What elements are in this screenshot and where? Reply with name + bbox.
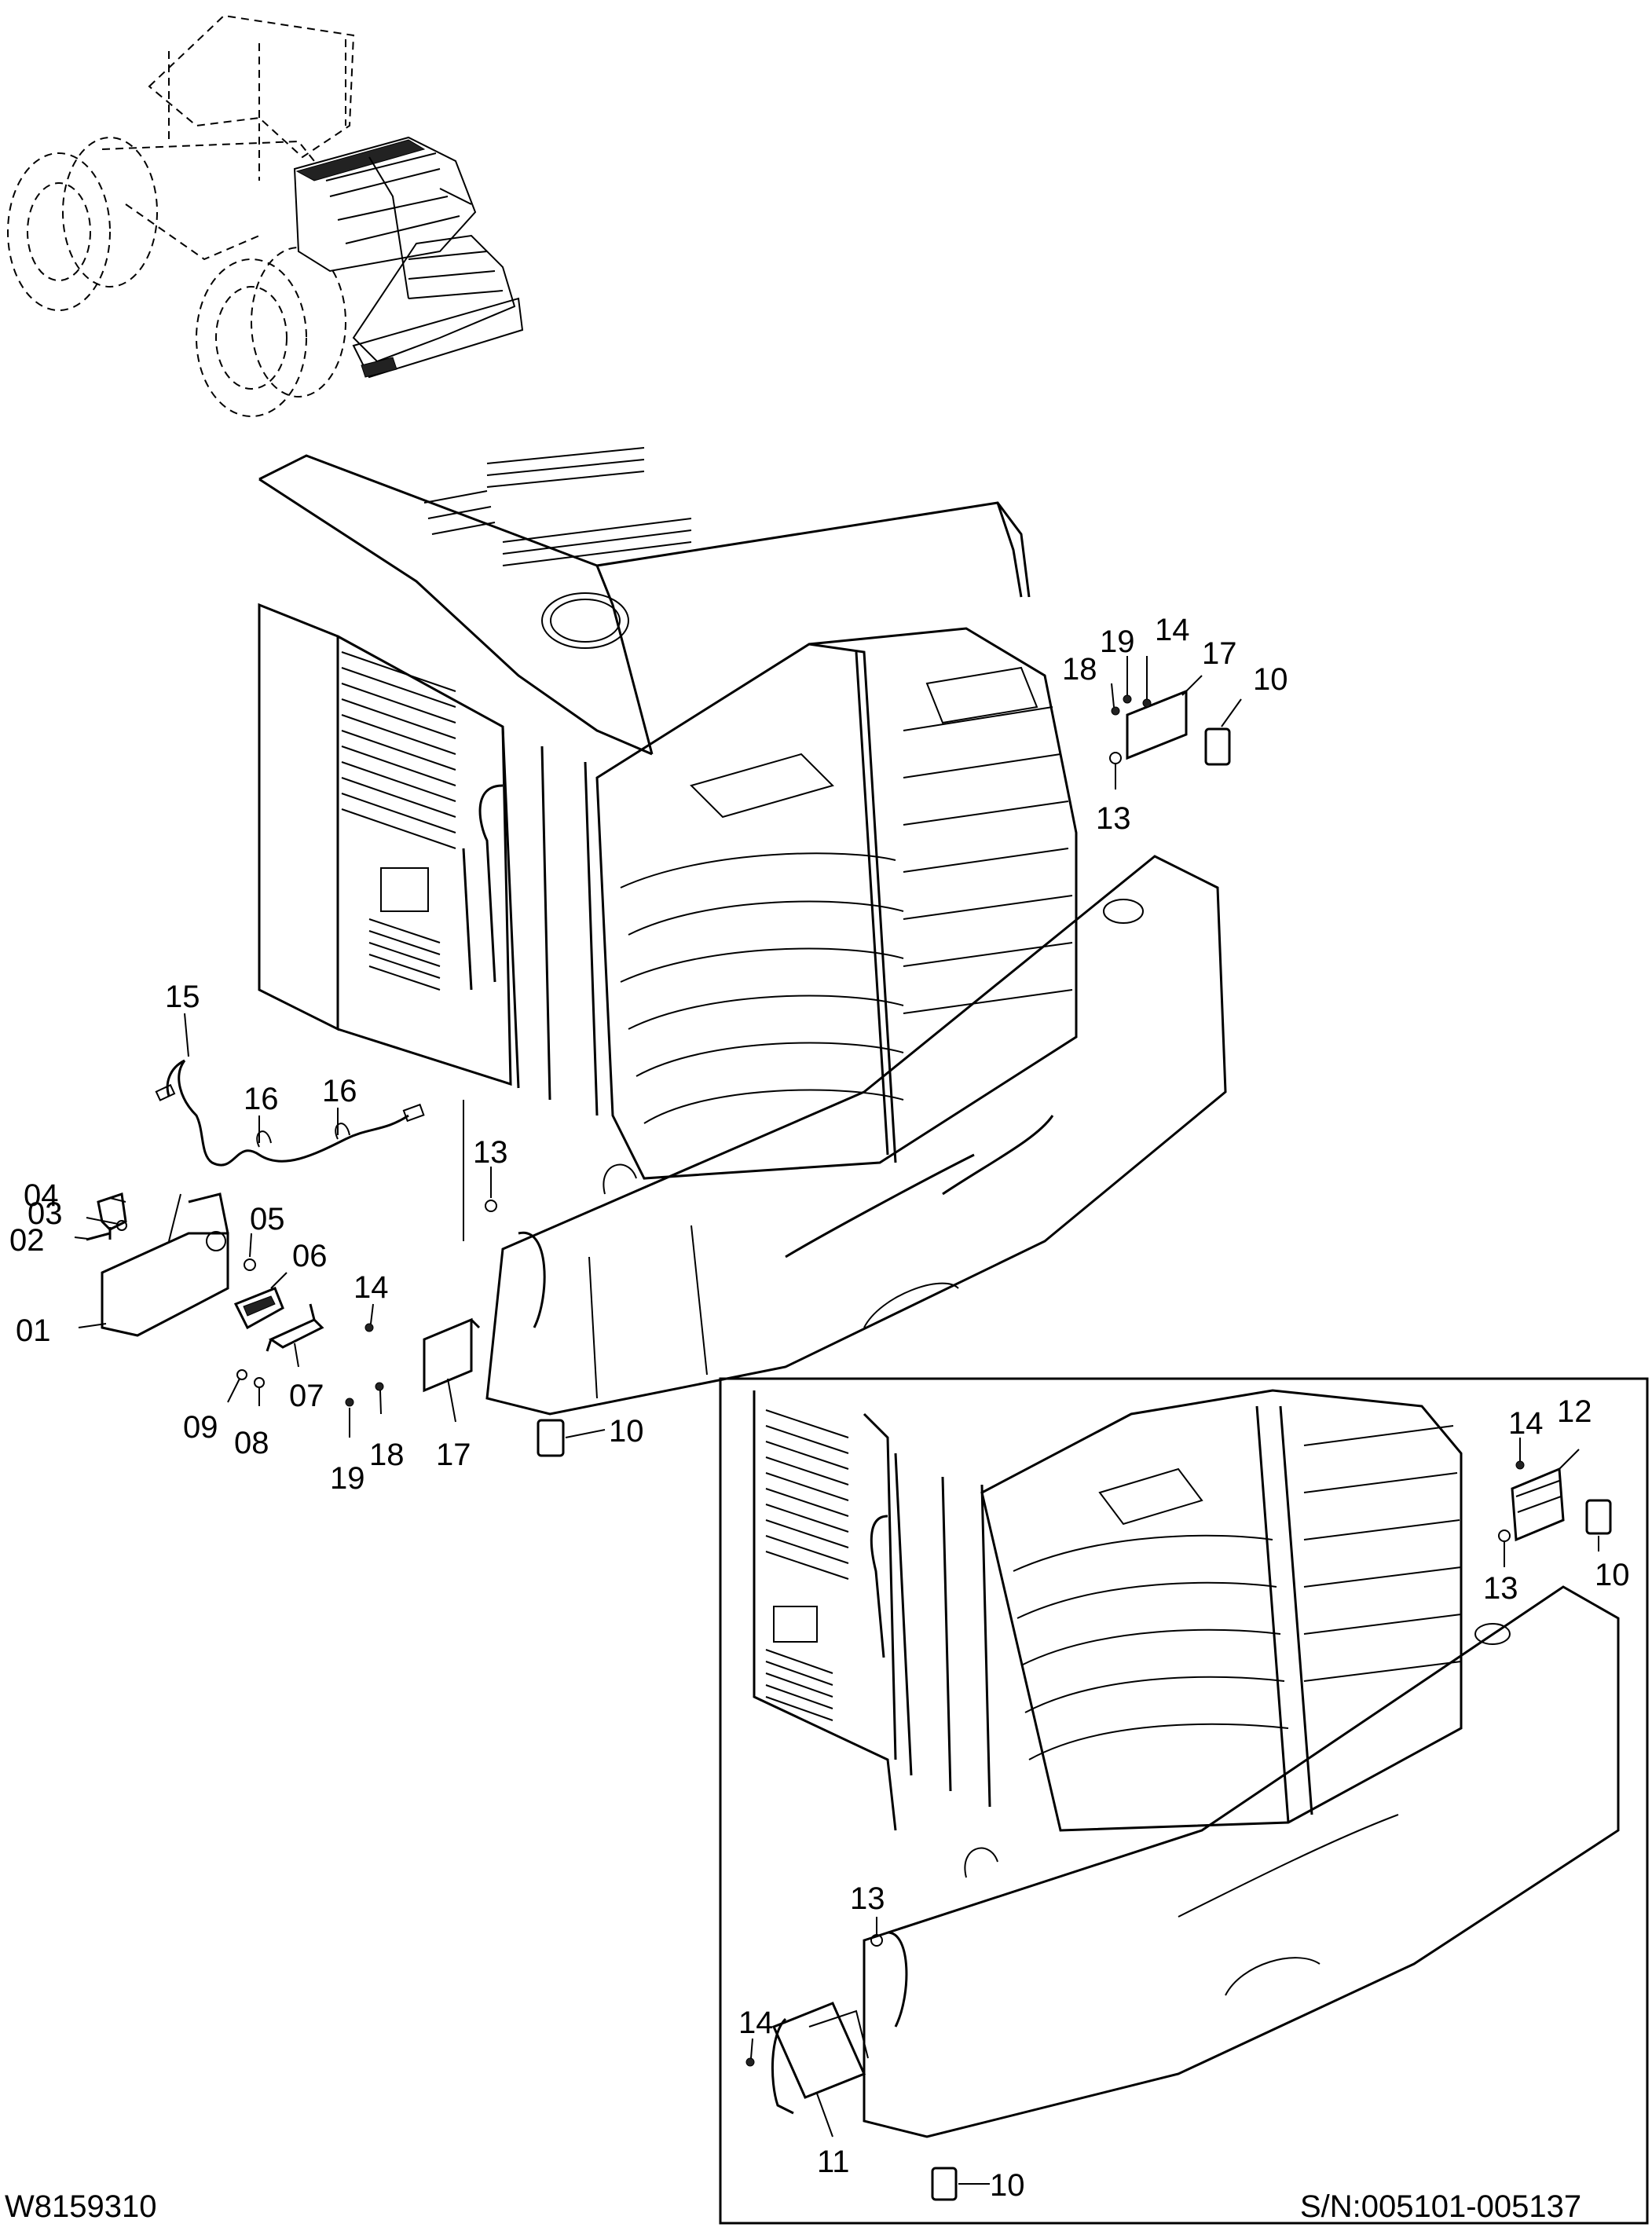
callout-02: 02 <box>9 1223 45 1258</box>
inset-callout-labels: 14 12 13 10 13 14 11 10 <box>738 1394 1630 2203</box>
harness-and-bracket-parts <box>86 689 1231 1457</box>
callout-10: 10 <box>609 1414 644 1449</box>
callout-17: 17 <box>436 1438 471 1472</box>
callout-14: 14 <box>738 2006 774 2040</box>
callout-14: 14 <box>1155 613 1190 647</box>
callout-18: 18 <box>369 1438 405 1472</box>
callout-09: 09 <box>183 1410 218 1445</box>
callout-18: 18 <box>1062 652 1097 687</box>
hood-vents <box>423 447 692 566</box>
inset-side-louvers <box>765 1409 849 1721</box>
callout-10: 10 <box>990 2168 1025 2203</box>
serial-range: S/N:005101-005137 <box>1300 2189 1581 2224</box>
counterweight <box>485 855 1227 1416</box>
callout-19: 19 <box>330 1461 365 1496</box>
main-view-drawing <box>258 447 1227 1416</box>
inset-counterweight <box>863 1585 1620 2138</box>
callout-14: 14 <box>353 1270 389 1305</box>
callout-06: 06 <box>292 1239 328 1273</box>
drawing-code: W8159310 <box>5 2189 156 2224</box>
callout-12: 12 <box>1557 1394 1592 1429</box>
inset-frame <box>719 1377 1649 2225</box>
callout-04: 04 <box>24 1178 59 1213</box>
main-leader-lines <box>74 656 1242 1438</box>
callout-13: 13 <box>850 1881 885 1916</box>
main-callout-labels: 15 16 16 04 03 02 05 06 01 07 09 08 13 1… <box>9 613 1288 1496</box>
callout-10: 10 <box>1253 662 1288 697</box>
locator-thumbnail <box>7 14 524 417</box>
callout-16: 16 <box>322 1074 357 1108</box>
callout-19: 19 <box>1100 625 1135 659</box>
callout-13: 13 <box>1483 1571 1518 1606</box>
callout-13: 13 <box>1096 801 1131 836</box>
callout-17: 17 <box>1202 636 1237 671</box>
callout-01: 01 <box>16 1313 51 1348</box>
inset-view <box>719 1377 1649 2225</box>
callout-11: 11 <box>817 2145 850 2179</box>
callout-05: 05 <box>250 1202 285 1236</box>
grille-bars <box>620 666 1073 1124</box>
callout-13: 13 <box>473 1135 508 1170</box>
inset-grille-bars <box>1013 1425 1462 1760</box>
callout-07: 07 <box>289 1379 324 1413</box>
callout-16: 16 <box>244 1082 279 1116</box>
callout-14: 14 <box>1508 1406 1544 1441</box>
callout-08: 08 <box>234 1426 269 1460</box>
side-louvers <box>341 651 456 991</box>
callout-10: 10 <box>1595 1558 1630 1592</box>
callout-15: 15 <box>165 980 200 1014</box>
callout-03: 03 <box>27 1196 63 1231</box>
